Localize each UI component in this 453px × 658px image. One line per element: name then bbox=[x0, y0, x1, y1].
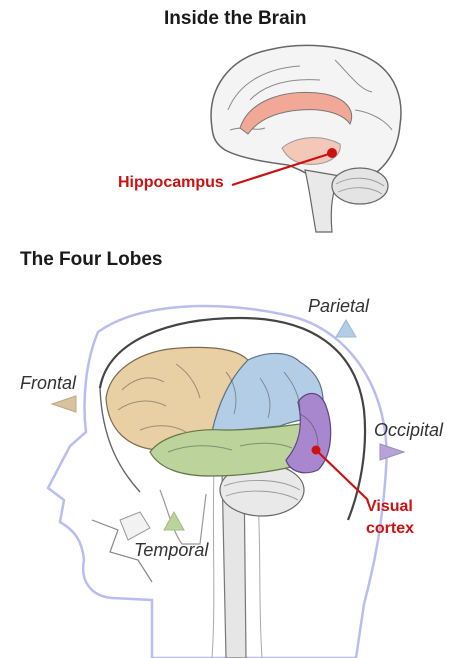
parietal-label: Parietal bbox=[308, 296, 369, 317]
sagittal-brain bbox=[211, 45, 401, 232]
hippocampus-dot bbox=[327, 148, 337, 158]
cerebellum bbox=[332, 168, 388, 204]
visual-cortex-label-line1: Visual bbox=[366, 498, 413, 516]
hippocampus-label: Hippocampus bbox=[118, 174, 224, 192]
parietal-marker bbox=[336, 320, 356, 337]
visual-cortex-label-line2: cortex bbox=[366, 520, 414, 538]
frontal-label: Frontal bbox=[20, 373, 76, 394]
visual-cortex-dot bbox=[312, 446, 321, 455]
occipital-marker bbox=[380, 444, 404, 460]
occipital-label: Occipital bbox=[374, 420, 443, 441]
temporal-label: Temporal bbox=[134, 540, 208, 561]
head-profile bbox=[48, 306, 404, 658]
frontal-marker bbox=[52, 396, 76, 412]
